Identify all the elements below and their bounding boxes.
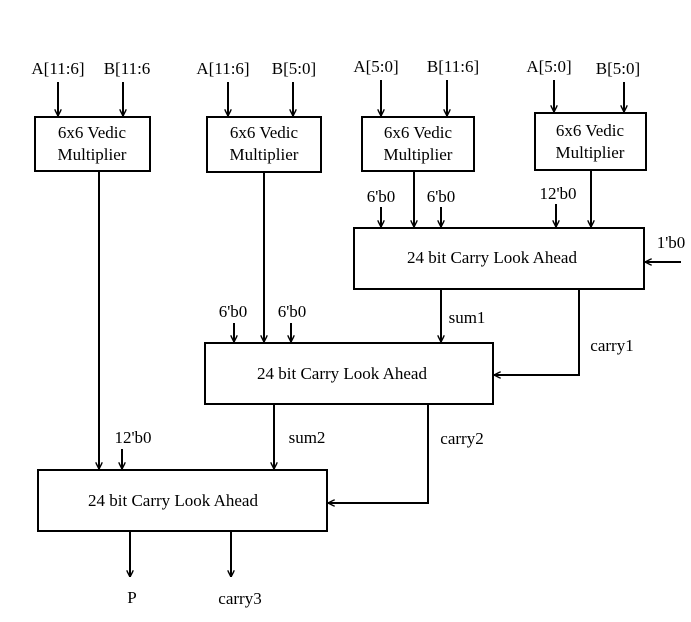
adder-3-label: 24 bit Carry Look Ahead: [88, 491, 258, 510]
multiplier-3-input-a-label: A[5:0]: [353, 57, 398, 76]
multiplier-2-title: 6x6 Vedic: [230, 123, 299, 142]
multiplier-4-subtitle: Multiplier: [556, 143, 625, 162]
multiplier-4-input-a-label: A[5:0]: [526, 57, 571, 76]
adder-1-carry-in-label: 1'b0: [657, 233, 686, 252]
multiplier-4-box: [534, 112, 647, 171]
multiplier-2-input-a-label: A[11:6]: [196, 59, 249, 78]
multiplier-3-subtitle: Multiplier: [384, 145, 453, 164]
multiplier-1-box: [34, 116, 151, 172]
multiplier-1-input-b-label: B[11:6: [104, 59, 151, 78]
multiplier-3-title: 6x6 Vedic: [384, 123, 453, 142]
adder-2-pad-a-label: 6'b0: [219, 302, 248, 321]
adder-2-label: 24 bit Carry Look Ahead: [257, 364, 427, 383]
multiplier-2: A[11:6] B[5:0] 6x6 Vedic Multiplier: [196, 59, 322, 173]
adder-1-pad-a-label: 6'b0: [367, 187, 396, 206]
adder-3-pad-label: 12'b0: [114, 428, 151, 447]
carry2-arrow: [328, 405, 429, 503]
adder-1: 6'b0 6'b0 12'b0 1'b0 24 bit Carry Look A…: [353, 171, 686, 290]
multiplier-1-input-a-label: A[11:6]: [31, 59, 84, 78]
carry2-label: carry2: [440, 429, 483, 448]
adder-2: 6'b0 6'b0 sum1 carry1 24 bit Carry Look …: [204, 173, 634, 405]
sum2-label: sum2: [289, 428, 326, 447]
multiplier-2-subtitle: Multiplier: [230, 145, 299, 164]
multiplier-3-box: [361, 116, 475, 172]
multiplier-4-title: 6x6 Vedic: [556, 121, 625, 140]
multiplier-2-box: [206, 116, 322, 173]
carry1-arrow: [494, 290, 580, 375]
multiplier-3: A[5:0] B[11:6] 6x6 Vedic Multiplier: [353, 57, 479, 172]
adder-1-label: 24 bit Carry Look Ahead: [407, 248, 577, 267]
adder-3-box: [37, 469, 328, 532]
carry1-label: carry1: [590, 336, 633, 355]
adder-2-box: [204, 342, 494, 405]
adder-3: 12'b0 sum2 carry2 24 bit Carry Look Ahea…: [37, 172, 484, 608]
multiplier-4-input-b-label: B[5:0]: [596, 59, 640, 78]
multiplier-2-input-b-label: B[5:0]: [272, 59, 316, 78]
product-label: P: [127, 588, 136, 607]
multiplier-1-subtitle: Multiplier: [58, 145, 127, 164]
multiplier-3-input-b-label: B[11:6]: [427, 57, 479, 76]
multiplier-4: A[5:0] B[5:0] 6x6 Vedic Multiplier: [526, 57, 647, 171]
sum1-label: sum1: [449, 308, 486, 327]
multiplier-1-title: 6x6 Vedic: [58, 123, 127, 142]
adder-1-pad-b-label: 6'b0: [427, 187, 456, 206]
adder-1-pad-c-label: 12'b0: [539, 184, 576, 203]
adder-2-pad-b-label: 6'b0: [278, 302, 307, 321]
carry3-label: carry3: [218, 589, 261, 608]
adder-1-box: [353, 227, 645, 290]
multiplier-1: A[11:6] B[11:6 6x6 Vedic Multiplier: [31, 59, 151, 172]
